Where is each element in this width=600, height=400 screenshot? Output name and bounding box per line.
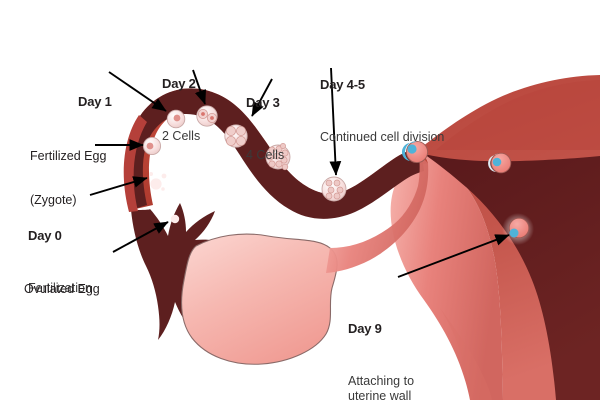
label-day-1-title: Day 1	[78, 93, 112, 109]
stage-zygote	[142, 136, 162, 156]
label-day-2-subtitle: 2 Cells	[162, 128, 201, 143]
arrow-day9	[397, 234, 510, 278]
stage-ovulated-egg	[170, 214, 180, 224]
label-day-4-5: Day 4-5 Continued cell division	[320, 39, 444, 182]
label-ovulated-egg-line1: Ovulated Egg	[24, 281, 100, 296]
stage-blastocyst-entering	[401, 140, 429, 164]
label-day-0: Day 0 Fertilization	[28, 190, 92, 333]
label-day-1: Day 1	[78, 56, 112, 147]
endometrium	[390, 150, 503, 400]
label-ovulated-egg: Ovulated Egg	[24, 252, 100, 326]
arrow-day0	[89, 176, 148, 196]
stage-day45	[321, 176, 347, 202]
embryo-stages	[142, 105, 534, 245]
uterine-cavity	[424, 154, 600, 400]
stage-day1	[166, 109, 186, 129]
stage-blastocyst-implanting	[502, 213, 534, 245]
label-fertilized-egg: Fertilized Egg (Zygote)	[30, 119, 106, 237]
arrow-day2	[192, 69, 207, 105]
label-day-9: Day 9 Attaching to uterine wall	[348, 283, 414, 400]
stage-fertilization	[149, 172, 167, 191]
stage-blastocyst-cavity	[488, 152, 512, 174]
label-day-4-5-subtitle: Continued cell division	[320, 129, 445, 144]
arrow-day45	[329, 67, 342, 176]
label-day-2: Day 2 2 Cells	[162, 38, 200, 181]
label-day-3-title: Day 3	[246, 94, 280, 110]
label-day-3: Day 3 4 Cells	[246, 57, 284, 200]
label-day-0-title: Day 0	[28, 227, 62, 243]
stage-day3-4cells	[224, 124, 248, 148]
endometrium-ramp	[326, 154, 429, 273]
label-day-2-title: Day 2	[162, 75, 196, 91]
ovary	[181, 233, 338, 365]
label-day-9-title: Day 9	[348, 320, 382, 336]
label-fertilized-egg-line1: Fertilized Egg	[30, 148, 107, 163]
label-day-9-subtitle: Attaching to uterine wall	[348, 373, 415, 400]
label-fertilized-egg-line2: (Zygote)	[30, 192, 77, 207]
arrow-day3	[251, 78, 273, 117]
label-day-3-subtitle: 4 Cells	[246, 147, 285, 162]
uterus-lower-segment	[440, 308, 492, 400]
arrow-ovulated-egg	[112, 221, 169, 253]
leader-arrows	[89, 67, 510, 278]
label-day-0-subtitle: Fertilization	[28, 280, 92, 295]
arrow-day1	[108, 71, 167, 112]
label-day-4-5-title: Day 4-5	[320, 76, 365, 92]
stage-morula	[265, 143, 291, 171]
stage-day2-2cells	[196, 105, 218, 127]
